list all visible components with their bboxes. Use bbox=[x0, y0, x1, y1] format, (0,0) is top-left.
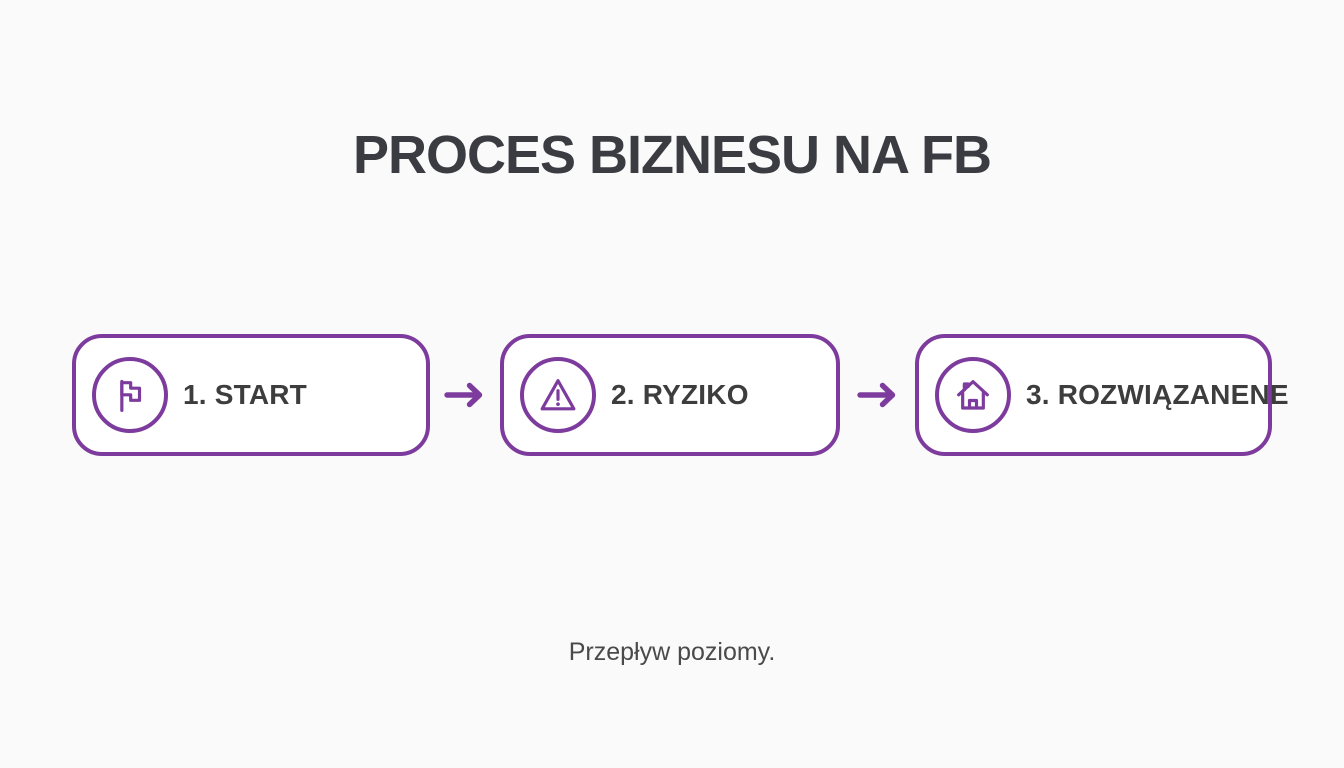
step-label: 1. START bbox=[183, 379, 307, 410]
flow-connector bbox=[840, 334, 915, 456]
home-icon bbox=[957, 380, 989, 410]
step-icon-circle bbox=[520, 357, 596, 433]
step-icon-circle bbox=[935, 357, 1011, 433]
caption: Przepływ poziomy. bbox=[568, 638, 776, 666]
step-label: 3. ROZWIĄZANENE bbox=[1026, 379, 1289, 410]
arrow-right-icon bbox=[856, 382, 895, 408]
step-box-ryziko: 2. RYZIKO bbox=[500, 334, 840, 456]
page-title: PROCES BIZNESU NA FB bbox=[352, 125, 992, 185]
process-flow: 1. START 2. RYZIKO bbox=[0, 334, 1344, 456]
arrow-right-icon bbox=[444, 382, 483, 408]
step-label: 2. RYZIKO bbox=[611, 379, 749, 410]
flag-icon bbox=[120, 379, 142, 412]
flow-connector bbox=[430, 334, 500, 456]
step-box-start: 1. START bbox=[72, 334, 430, 456]
step-box-rozwiazanene: 3. ROZWIĄZANENE bbox=[915, 334, 1289, 456]
step-icon-circle bbox=[92, 357, 168, 433]
warning-icon bbox=[540, 379, 576, 411]
